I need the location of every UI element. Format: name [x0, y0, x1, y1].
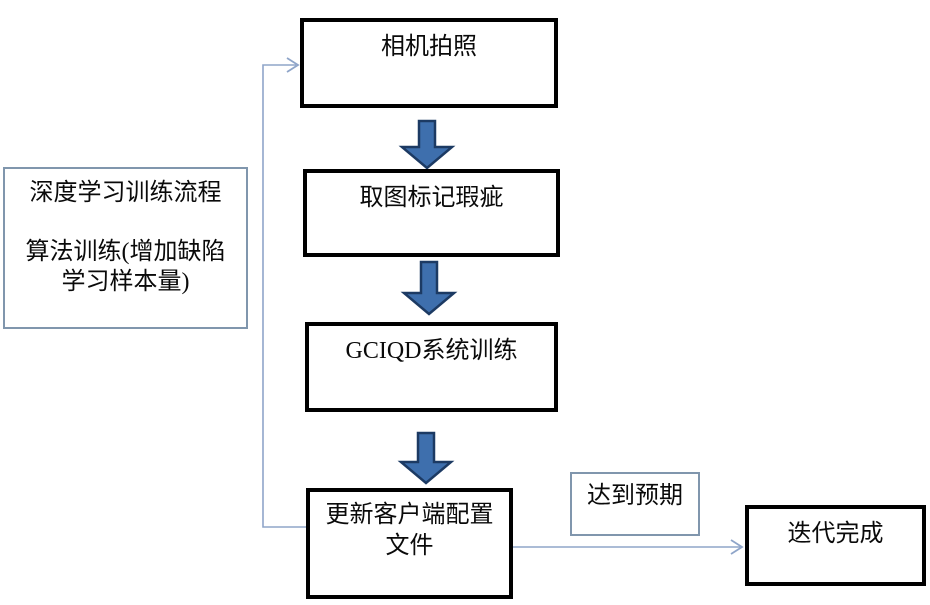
- down-block-arrow-icon-1: [398, 119, 456, 170]
- node-camera-capture-label: 相机拍照: [381, 34, 477, 60]
- node-update-client-config-label-line2: 文件: [385, 533, 434, 559]
- node-update-client-config-label-line1: 更新客户端配置: [325, 502, 494, 528]
- node-mark-defects: 取图标记瑕疵: [303, 169, 560, 257]
- note-box-training-process: 深度学习训练流程 算法训练(增加缺陷 学习样本量): [3, 167, 248, 329]
- node-gciqd-training: GCIQD系统训练: [305, 322, 558, 412]
- down-block-arrow-icon-2: [400, 260, 458, 316]
- note-line-1: 深度学习训练流程: [29, 180, 222, 206]
- note-blank-line: [5, 208, 246, 237]
- node-mark-defects-label: 取图标记瑕疵: [359, 185, 504, 211]
- feedback-connector-line: [262, 64, 306, 528]
- down-block-arrow-icon-3: [397, 431, 455, 485]
- node-update-client-config: 更新客户端配置 文件: [306, 488, 513, 599]
- node-gciqd-training-label: GCIQD系统训练: [345, 338, 518, 364]
- node-iteration-complete: 迭代完成: [745, 505, 926, 586]
- note-line-3: 学习样本量): [61, 269, 190, 295]
- result-arrowhead-icon: [730, 539, 744, 555]
- branch-label-text: 达到预期: [587, 483, 683, 509]
- feedback-arrowhead-icon: [286, 57, 300, 73]
- branch-label-expectation-met: 达到预期: [570, 472, 700, 536]
- node-camera-capture: 相机拍照: [300, 18, 558, 108]
- node-iteration-complete-label: 迭代完成: [787, 521, 884, 547]
- note-line-2: 算法训练(增加缺陷: [25, 239, 226, 265]
